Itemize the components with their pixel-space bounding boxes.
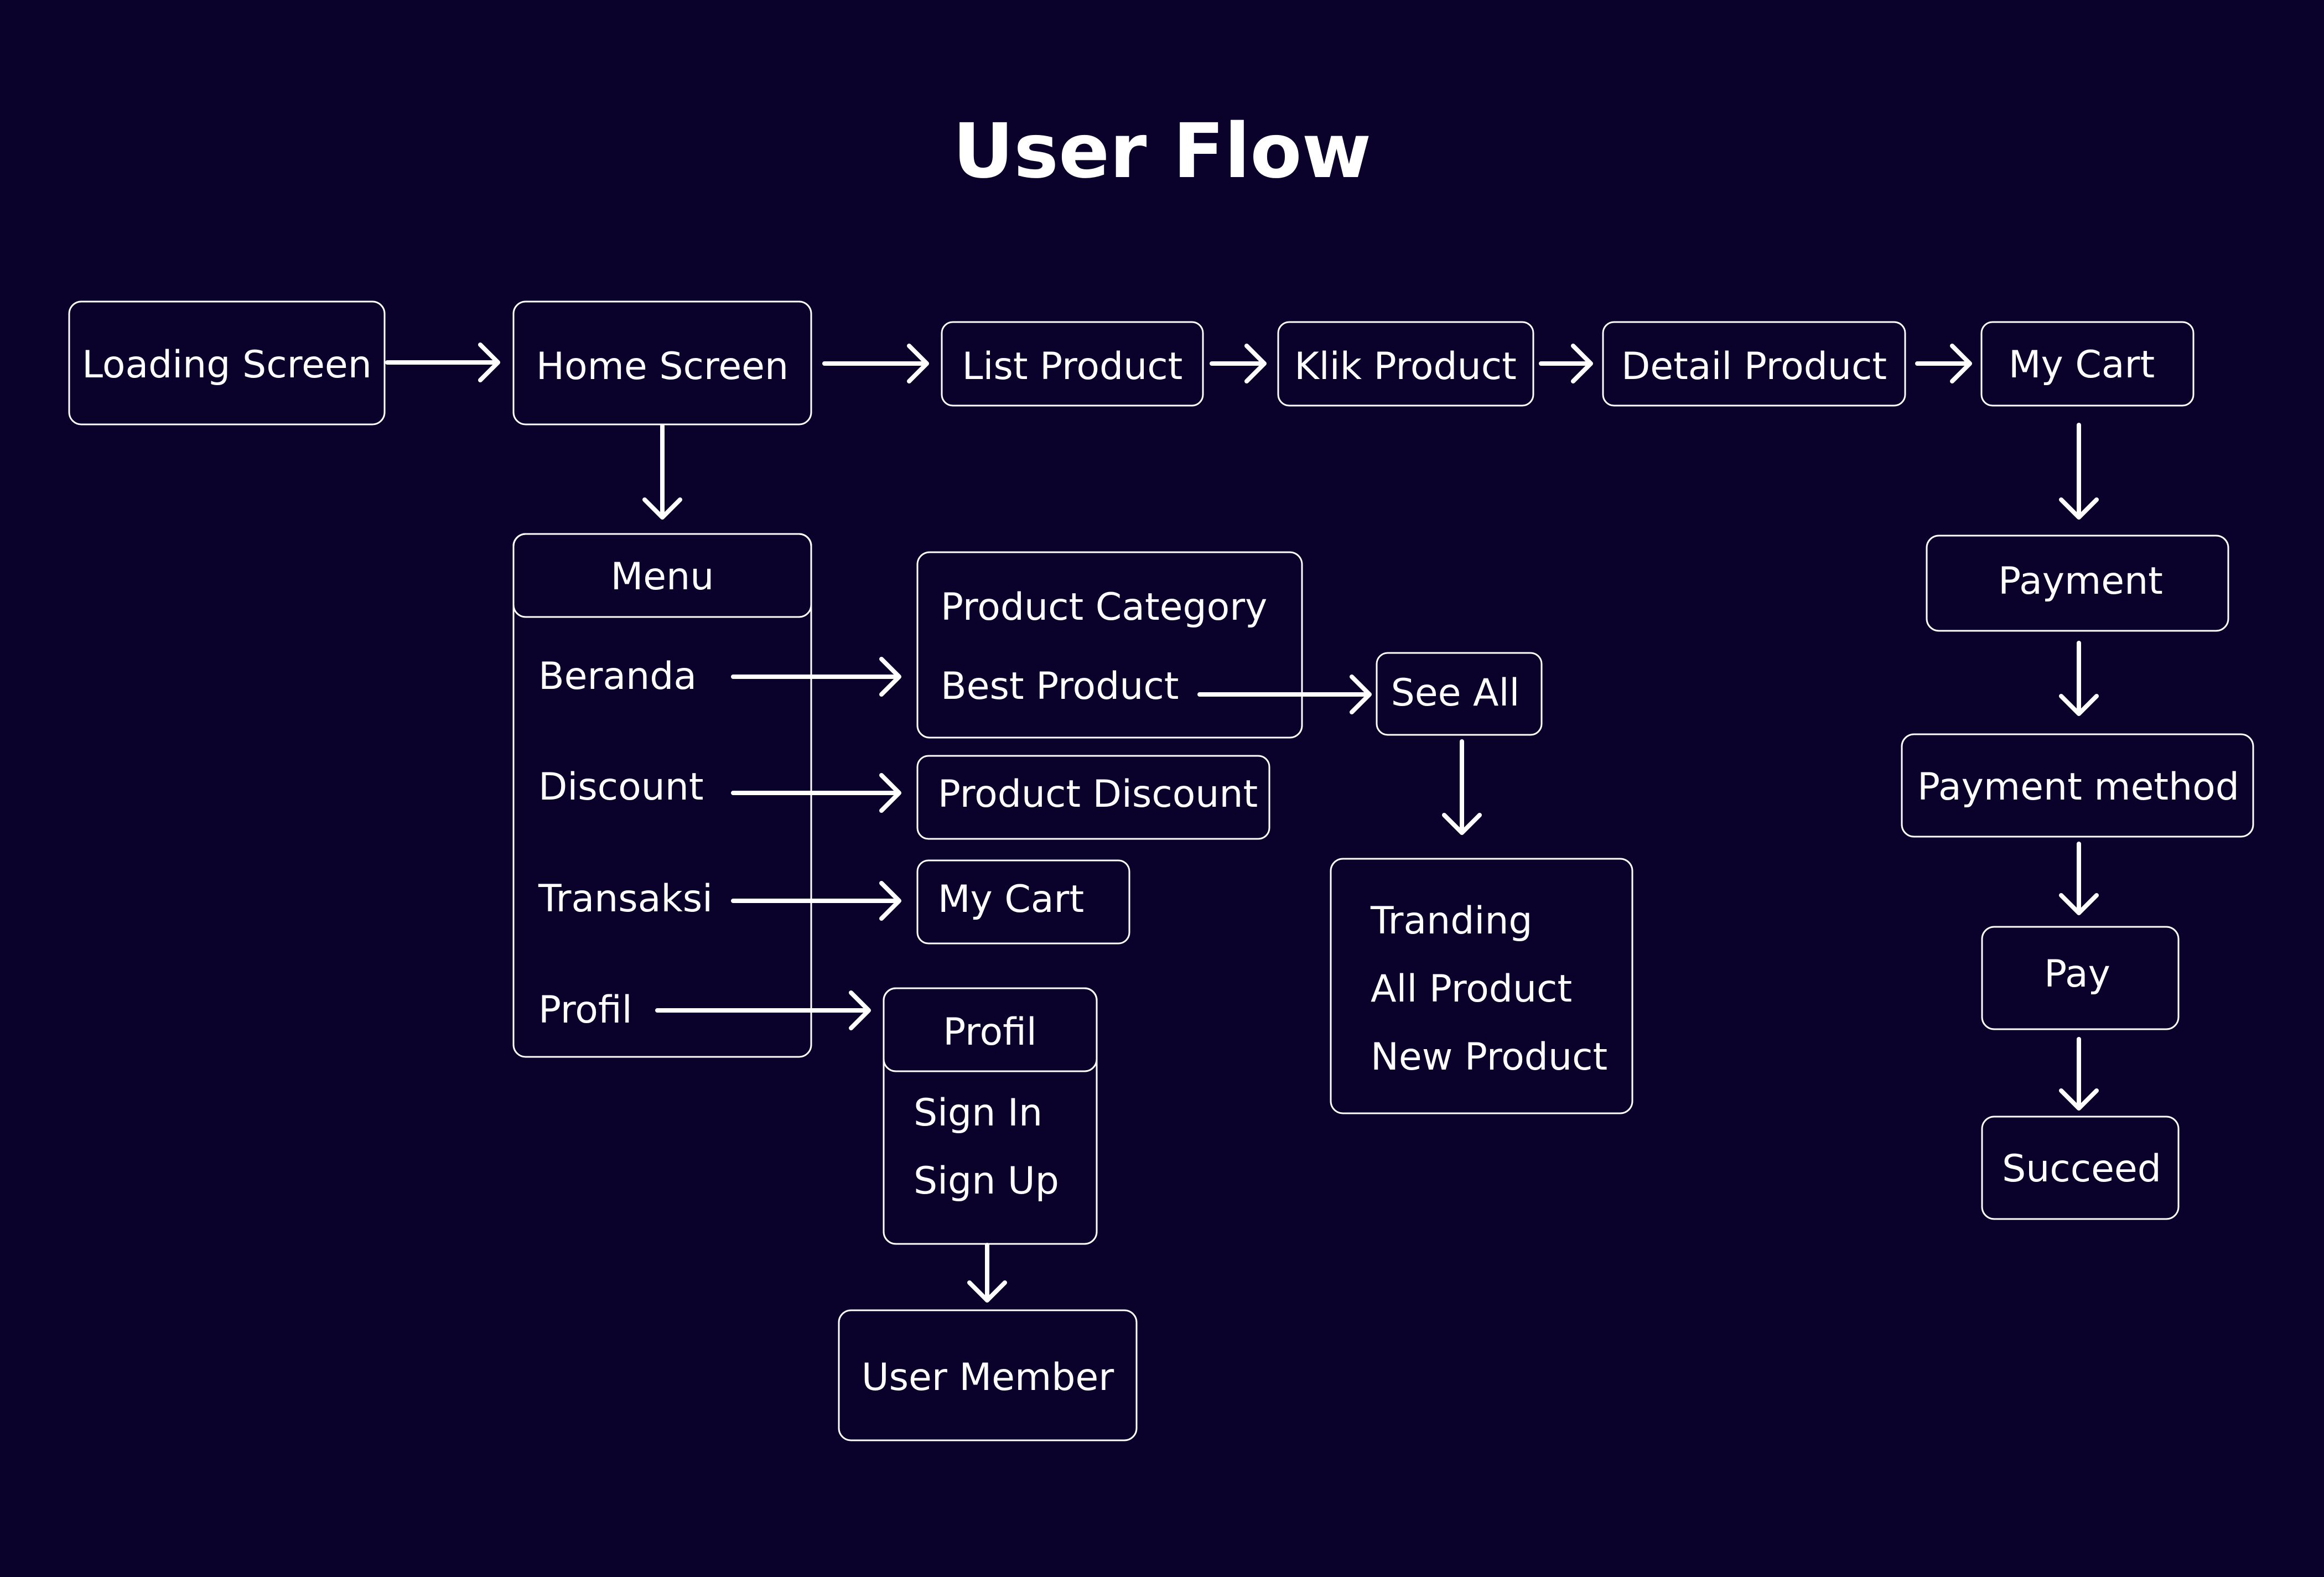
arrow-beranda-to-category xyxy=(731,657,901,697)
arrow-discount-to-product-discount xyxy=(731,773,901,813)
menu-item-profil: Profil xyxy=(538,988,632,1032)
node-my-cart-menu-label: My Cart xyxy=(938,878,1084,921)
node-succeed-label: Succeed xyxy=(2002,1147,2161,1191)
node-pay-label: Pay xyxy=(2044,952,2110,996)
arrow-transaksi-to-cart xyxy=(731,881,901,921)
arrow-klik-to-detail xyxy=(1539,344,1593,383)
see-all-list-tranding: Tranding xyxy=(1370,899,1533,943)
profil-item-sign-in: Sign In xyxy=(914,1091,1042,1135)
node-payment-method-label: Payment method xyxy=(1917,765,2239,809)
see-all-list-new-product: New Product xyxy=(1371,1035,1607,1079)
node-product-discount: Product Discount xyxy=(916,755,1270,840)
node-klik-product: Klik Product xyxy=(1277,321,1534,407)
node-payment: Payment xyxy=(1926,535,2229,632)
see-all-list-all-product: All Product xyxy=(1371,967,1572,1011)
node-payment-label: Payment xyxy=(1998,559,2163,603)
arrow-home-to-menu xyxy=(642,424,682,520)
node-profil-header: Profil xyxy=(943,1010,1037,1054)
node-loading-screen: Loading Screen xyxy=(68,300,386,426)
node-product-discount-label: Product Discount xyxy=(938,772,1258,816)
beranda-target-product-category: Product Category xyxy=(941,585,1267,629)
arrow-cart-to-payment xyxy=(2059,423,2099,520)
node-pay: Pay xyxy=(1981,926,2180,1030)
node-home-screen: Home Screen xyxy=(512,300,812,426)
node-my-cart-top-label: My Cart xyxy=(2009,343,2155,387)
arrow-list-to-klik xyxy=(1210,344,1267,383)
arrow-home-to-list xyxy=(822,344,929,383)
node-my-cart-top: My Cart xyxy=(1980,321,2195,407)
arrow-detail-to-cart xyxy=(1915,344,1972,383)
node-klik-product-label: Klik Product xyxy=(1294,345,1517,388)
node-beranda-target: Product Category Best Product xyxy=(916,551,1303,739)
node-loading-screen-label: Loading Screen xyxy=(82,343,372,387)
menu-item-discount: Discount xyxy=(538,765,704,809)
node-see-all-list: Tranding All Product New Product xyxy=(1330,858,1633,1114)
node-list-product-label: List Product xyxy=(962,345,1183,388)
menu-item-transaksi: Transaksi xyxy=(538,877,713,921)
node-menu-header: Menu xyxy=(611,555,714,599)
menu-item-beranda: Beranda xyxy=(538,655,697,698)
node-home-screen-label: Home Screen xyxy=(536,345,788,388)
node-list-product: List Product xyxy=(941,321,1204,407)
profil-item-sign-up: Sign Up xyxy=(914,1159,1059,1203)
arrow-payment-to-method xyxy=(2059,641,2099,716)
arrow-pay-to-succeed xyxy=(2059,1037,2099,1111)
node-payment-method: Payment method xyxy=(1901,733,2254,838)
arrow-see-all-to-list xyxy=(1442,739,1482,835)
node-menu: Menu Beranda Discount Transaksi Profil xyxy=(512,533,812,1058)
node-user-member: User Member xyxy=(838,1309,1138,1441)
node-succeed: Succeed xyxy=(1981,1116,2180,1220)
node-see-all: See All xyxy=(1376,652,1543,736)
node-detail-product: Detail Product xyxy=(1602,321,1906,407)
node-user-member-label: User Member xyxy=(862,1356,1114,1399)
node-profil: Profil Sign In Sign Up xyxy=(883,987,1098,1245)
beranda-target-best-product: Best Product xyxy=(941,665,1179,708)
node-detail-product-label: Detail Product xyxy=(1621,345,1887,388)
node-my-cart-menu: My Cart xyxy=(916,859,1130,945)
arrow-loading-to-home xyxy=(385,343,500,382)
arrow-best-product-to-see-all xyxy=(1197,675,1372,714)
arrow-profil-to-user-member xyxy=(967,1243,1007,1303)
diagram-title: User Flow xyxy=(953,108,1372,195)
arrow-method-to-pay xyxy=(2059,842,2099,915)
arrow-profil-to-profil xyxy=(655,990,871,1030)
node-see-all-label: See All xyxy=(1391,671,1520,715)
